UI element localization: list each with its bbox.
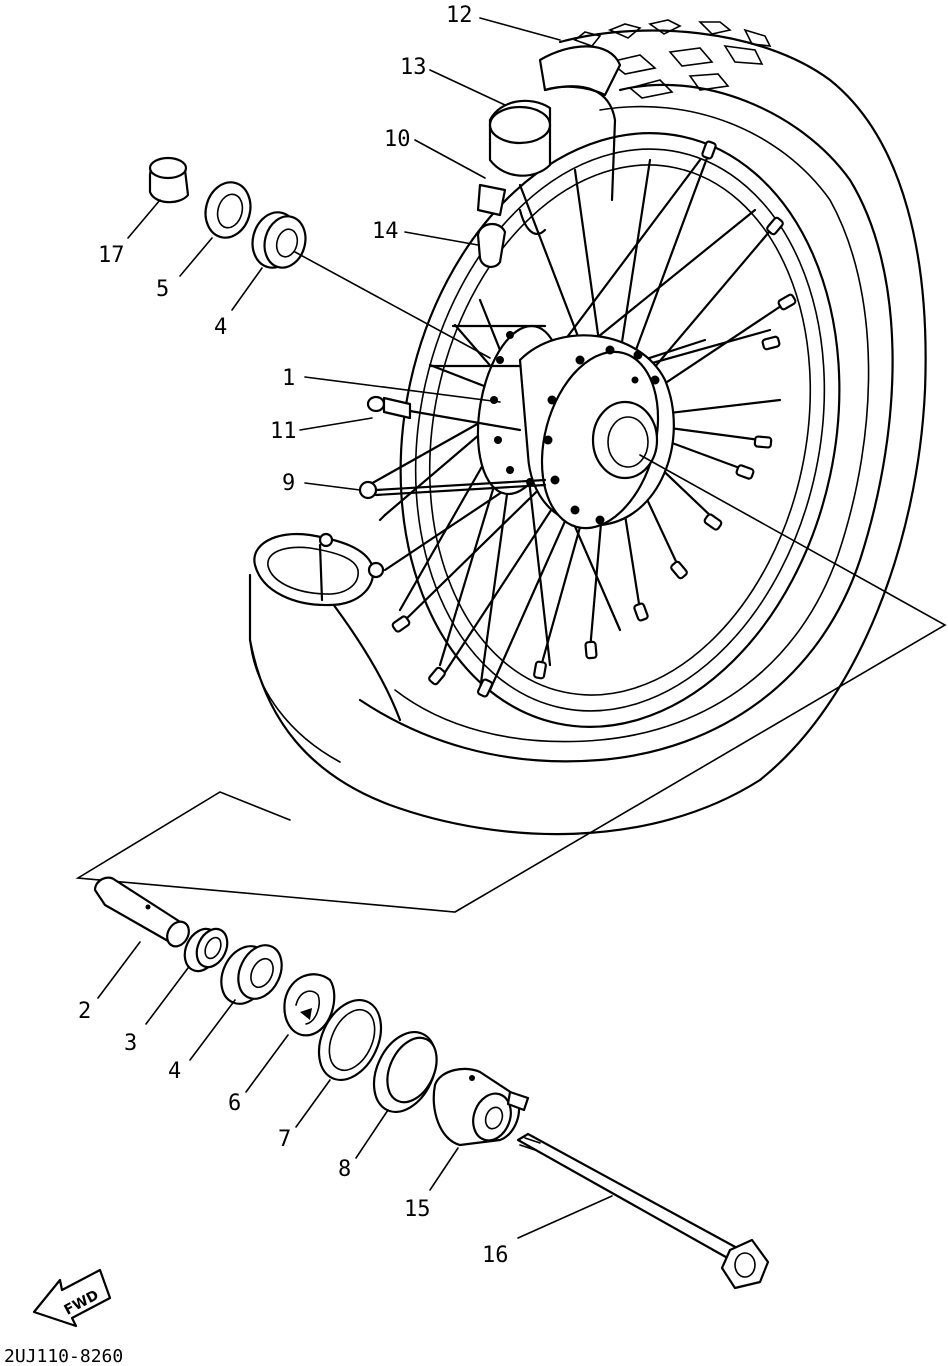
callout-9: 9 [282, 471, 295, 496]
callout-3: 3 [124, 1031, 137, 1056]
tube-section [253, 532, 385, 607]
bearing-4-upper [251, 211, 307, 269]
upper-left-parts [148, 156, 307, 269]
callout-8: 8 [338, 1157, 351, 1182]
leader-lines [97, 17, 613, 1239]
clutch-plate-7 [317, 999, 383, 1081]
callout-4-upper: 4 [214, 315, 227, 340]
assembly-guide-lines [75, 251, 947, 913]
callout-12: 12 [446, 3, 473, 28]
collar-3 [183, 927, 229, 973]
callout-6: 6 [228, 1091, 241, 1116]
oil-seal-5 [204, 181, 252, 239]
callout-11: 11 [270, 419, 297, 444]
callout-16: 16 [482, 1243, 509, 1268]
axle-16 [516, 1132, 770, 1290]
fwd-arrow-icon: FWD [32, 1268, 112, 1328]
callout-4-lower: 4 [168, 1059, 181, 1084]
callout-7: 7 [278, 1127, 291, 1152]
callout-5: 5 [156, 277, 169, 302]
callout-14: 14 [372, 219, 399, 244]
callout-10: 10 [384, 127, 411, 152]
callout-labels: 12 13 10 14 17 5 4 1 11 9 2 3 4 6 7 8 15… [78, 3, 509, 1268]
retainer-6 [283, 973, 336, 1037]
rim-band-and-valve [476, 45, 622, 268]
spoke-parts [358, 324, 547, 522]
callout-1: 1 [282, 366, 295, 391]
bearing-4-lower [220, 944, 283, 1005]
hub [476, 324, 675, 530]
callout-15: 15 [404, 1197, 431, 1222]
spokes [358, 140, 797, 698]
callout-2: 2 [78, 999, 91, 1024]
lower-parts [93, 876, 770, 1290]
figure-code: 2UJ110-8260 [4, 1346, 123, 1366]
meter-gear-15 [432, 1067, 530, 1147]
rim [399, 132, 841, 728]
callout-13: 13 [400, 55, 427, 80]
callout-17: 17 [98, 243, 125, 268]
tire [248, 19, 927, 836]
collar-17 [148, 156, 190, 204]
seal-8 [372, 1031, 438, 1113]
spacer-2 [93, 876, 190, 948]
